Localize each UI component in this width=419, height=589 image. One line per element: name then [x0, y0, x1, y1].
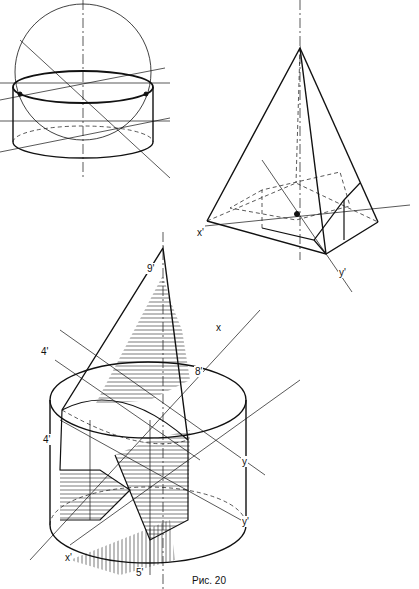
point-label: x' [64, 552, 73, 563]
point-label: 4' [42, 434, 51, 445]
cone-cylinder-figure [30, 232, 300, 589]
pyramid-figure [205, 0, 410, 292]
figure-caption: Рис. 20 [191, 575, 227, 586]
point-label: 5' [135, 567, 144, 578]
point-label: y' [241, 516, 250, 527]
cylinder-sphere-figure [0, 0, 170, 178]
point-label: x' [196, 227, 205, 238]
point-label: y' [338, 267, 347, 278]
point-label: 8' [194, 366, 203, 377]
point-label: x [215, 322, 222, 333]
point-label: 9' [146, 263, 155, 274]
point-label: 4' [40, 346, 49, 357]
point-label: y [241, 456, 248, 467]
